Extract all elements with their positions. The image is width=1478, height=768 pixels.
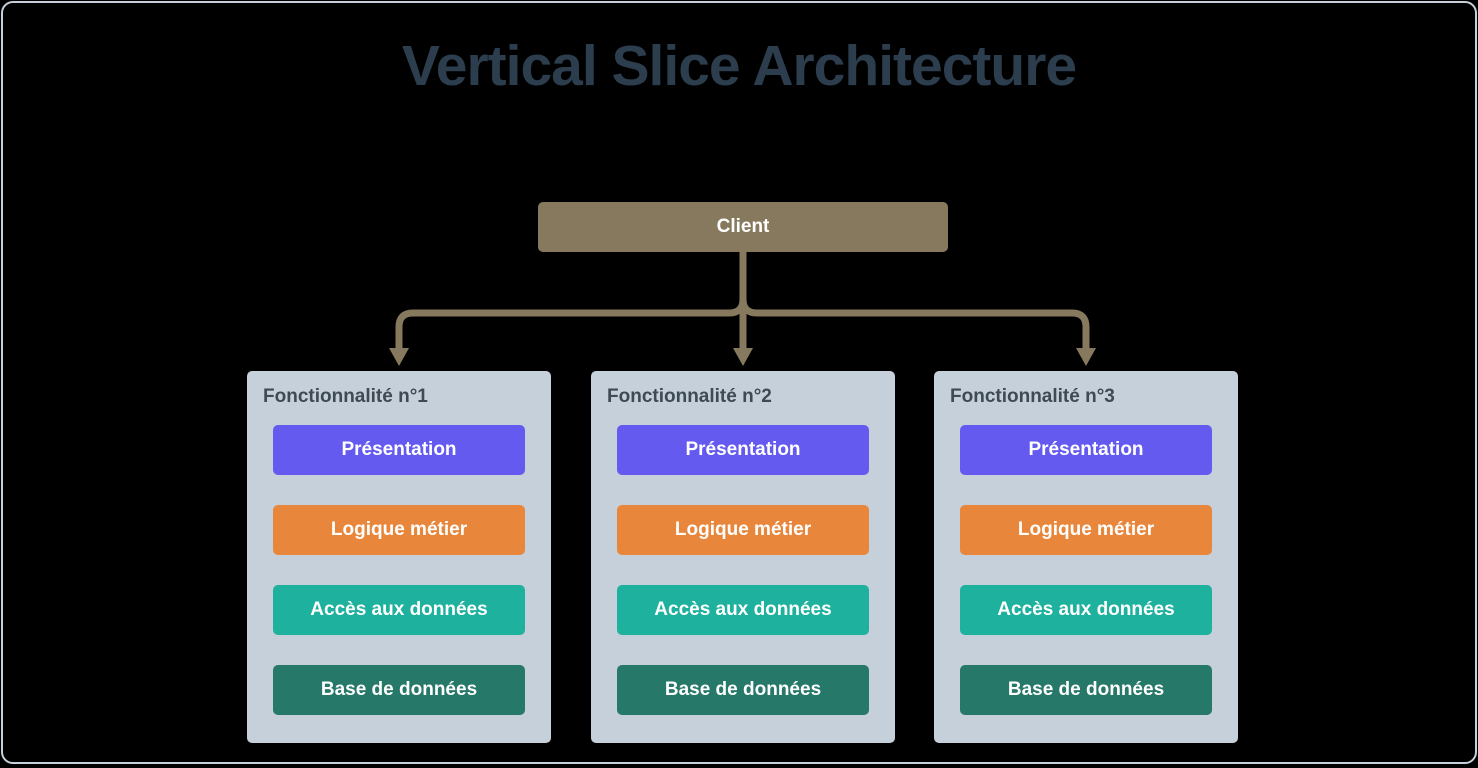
layer-box-database: Base de données: [617, 665, 869, 715]
layer-box-label: Base de données: [664, 679, 822, 700]
layer-box-data-access: Accès aux données: [273, 585, 525, 635]
feature-panel-1: Fonctionnalité n°1 Présentation Logique …: [247, 371, 551, 743]
connector-arrow-left: [395, 252, 747, 350]
layer-box-label: Logique métier: [330, 519, 468, 540]
diagram-title: Vertical Slice Architecture: [401, 34, 1077, 98]
connector-arrow-right: [739, 252, 1090, 350]
layer-box-label: Présentation: [1028, 439, 1144, 460]
layer-box-label: Base de données: [320, 679, 478, 700]
layer-box-business-logic: Logique métier: [617, 505, 869, 555]
panel-title: Fonctionnalité n°3: [950, 386, 1115, 407]
layer-box-business-logic: Logique métier: [960, 505, 1212, 555]
layer-box-presentation: Présentation: [273, 425, 525, 475]
client-box-label: Client: [716, 216, 770, 237]
layer-box-business-logic: Logique métier: [273, 505, 525, 555]
panel-title: Fonctionnalité n°1: [263, 386, 428, 407]
layer-box-presentation: Présentation: [960, 425, 1212, 475]
layer-box-label: Base de données: [1007, 679, 1165, 700]
layer-box-label: Accès aux données: [310, 599, 488, 620]
layer-box-presentation: Présentation: [617, 425, 869, 475]
panel-title: Fonctionnalité n°2: [607, 386, 772, 407]
client-box: Client: [538, 202, 948, 252]
layer-box-data-access: Accès aux données: [617, 585, 869, 635]
layer-box-data-access: Accès aux données: [960, 585, 1212, 635]
layer-box-label: Accès aux données: [654, 599, 832, 620]
layer-box-label: Logique métier: [1017, 519, 1155, 540]
layer-box-database: Base de données: [273, 665, 525, 715]
arrowhead-center-icon: [733, 348, 753, 366]
layer-box-database: Base de données: [960, 665, 1212, 715]
feature-panel-2: Fonctionnalité n°2 Présentation Logique …: [591, 371, 895, 743]
layer-box-label: Présentation: [685, 439, 801, 460]
arrowhead-left-icon: [389, 348, 409, 366]
layer-box-label: Accès aux données: [997, 599, 1175, 620]
feature-panel-3: Fonctionnalité n°3 Présentation Logique …: [934, 371, 1238, 743]
layer-box-label: Logique métier: [674, 519, 812, 540]
arrowhead-right-icon: [1076, 348, 1096, 366]
layer-box-label: Présentation: [341, 439, 457, 460]
